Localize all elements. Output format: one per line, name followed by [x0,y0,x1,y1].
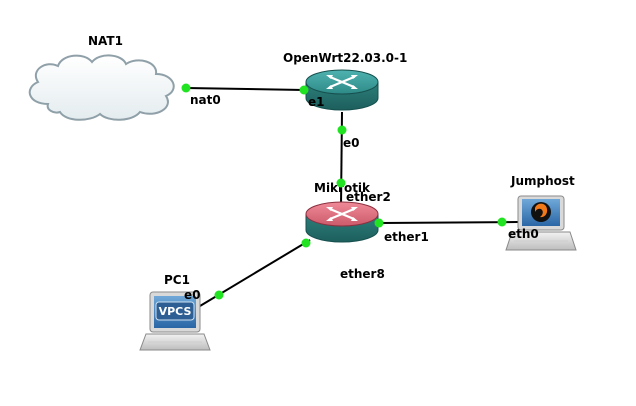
port-dot-nat0[interactable] [181,83,191,93]
port-dot-pc1-e0[interactable] [214,290,224,300]
openwrt-node[interactable]: OpenWrt22.03.0-1 [283,51,407,111]
port-dot-jumphost-eth0[interactable] [497,217,507,227]
openwrt-label: OpenWrt22.03.0-1 [283,51,407,65]
link-mikrotik-jumphost[interactable] [377,221,519,224]
nat1-label: NAT1 [88,34,123,48]
router-icon [305,201,379,243]
laptop-icon: VPCS [139,291,211,351]
link-nat1-openwrt[interactable] [185,87,305,91]
port-label-mikrotik-ether2: ether2 [346,190,391,204]
pc1-label: PC1 [164,273,190,287]
port-label-mikrotik-ether8: ether8 [340,267,385,281]
port-label-nat0: nat0 [190,93,221,107]
port-label-mikrotik-ether1: ether1 [384,230,429,244]
mikrotik-label: Mikrotik [314,181,371,195]
laptop-icon [505,195,577,251]
port-dot-mikrotik-ether1[interactable] [374,218,384,228]
router-icon [305,69,379,111]
port-label-jumphost-eth0: eth0 [508,227,539,241]
port-label-pc1-e0: e0 [184,288,201,302]
port-label-openwrt-e1: e1 [308,95,325,109]
nat1-node[interactable]: NAT1 [28,34,175,121]
cloud-icon [28,54,175,121]
port-dot-mikrotik-ether8[interactable] [301,238,311,248]
port-dot-openwrt-e0[interactable] [337,125,347,135]
port-dot-mikrotik-ether2[interactable] [336,178,346,188]
port-labels: nat0 e1 e0 ether2 ether1 ether8 eth0 e0 [184,93,539,302]
jumphost-label: Jumphost [510,174,575,188]
jumphost-node[interactable]: Jumphost [505,174,577,251]
pc1-node[interactable]: VPCS PC1 [139,273,211,351]
port-dots [181,83,507,300]
port-label-openwrt-e0: e0 [343,136,360,150]
port-dot-openwrt-e1[interactable] [299,85,309,95]
vpcs-badge: VPCS [159,305,192,318]
mikrotik-node[interactable]: Mikrotik [305,181,379,243]
